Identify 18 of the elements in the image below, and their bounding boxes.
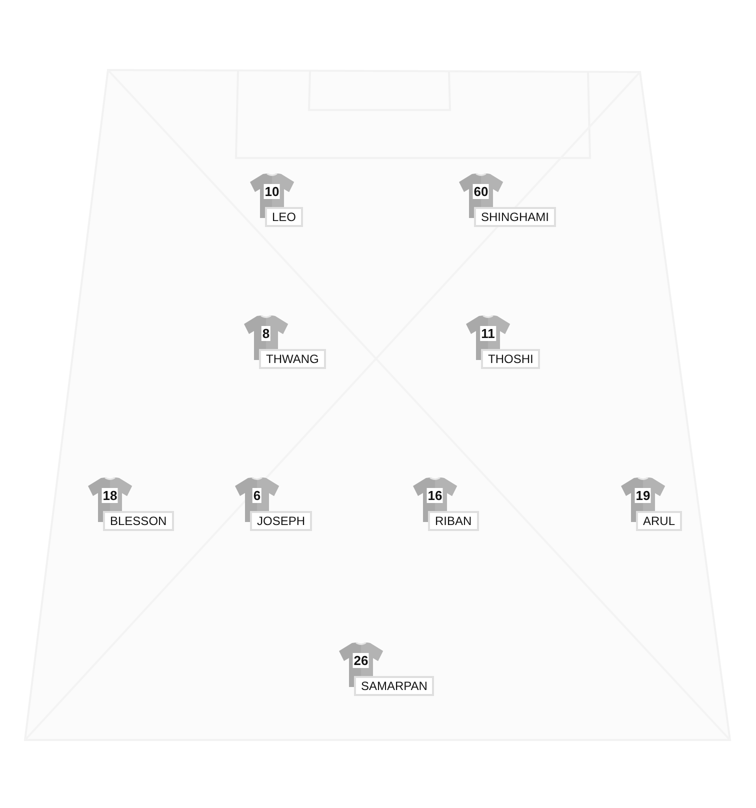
player-name-label: LEO [265, 207, 304, 227]
jersey-number: 19 [634, 488, 652, 503]
player-name-label: SAMARPAN [354, 676, 434, 696]
jersey-number: 8 [261, 326, 271, 341]
jersey-number: 6 [252, 488, 262, 503]
jersey-number: 26 [352, 653, 370, 668]
jersey-number: 10 [264, 184, 280, 199]
jersey-number: 16 [426, 488, 444, 503]
player-name-label: THOSHI [481, 349, 540, 369]
player-name-label: THWANG [259, 349, 326, 369]
player-name-label: RIBAN [428, 511, 479, 531]
player-name-label: JOSEPH [250, 511, 312, 531]
player-name-label: ARUL [636, 511, 682, 531]
jersey-number: 60 [472, 184, 490, 199]
jersey-number: 18 [102, 488, 118, 503]
jersey-number: 11 [480, 326, 496, 341]
player-name-label: SHINGHAMI [474, 207, 556, 227]
player-name-label: BLESSON [103, 511, 174, 531]
